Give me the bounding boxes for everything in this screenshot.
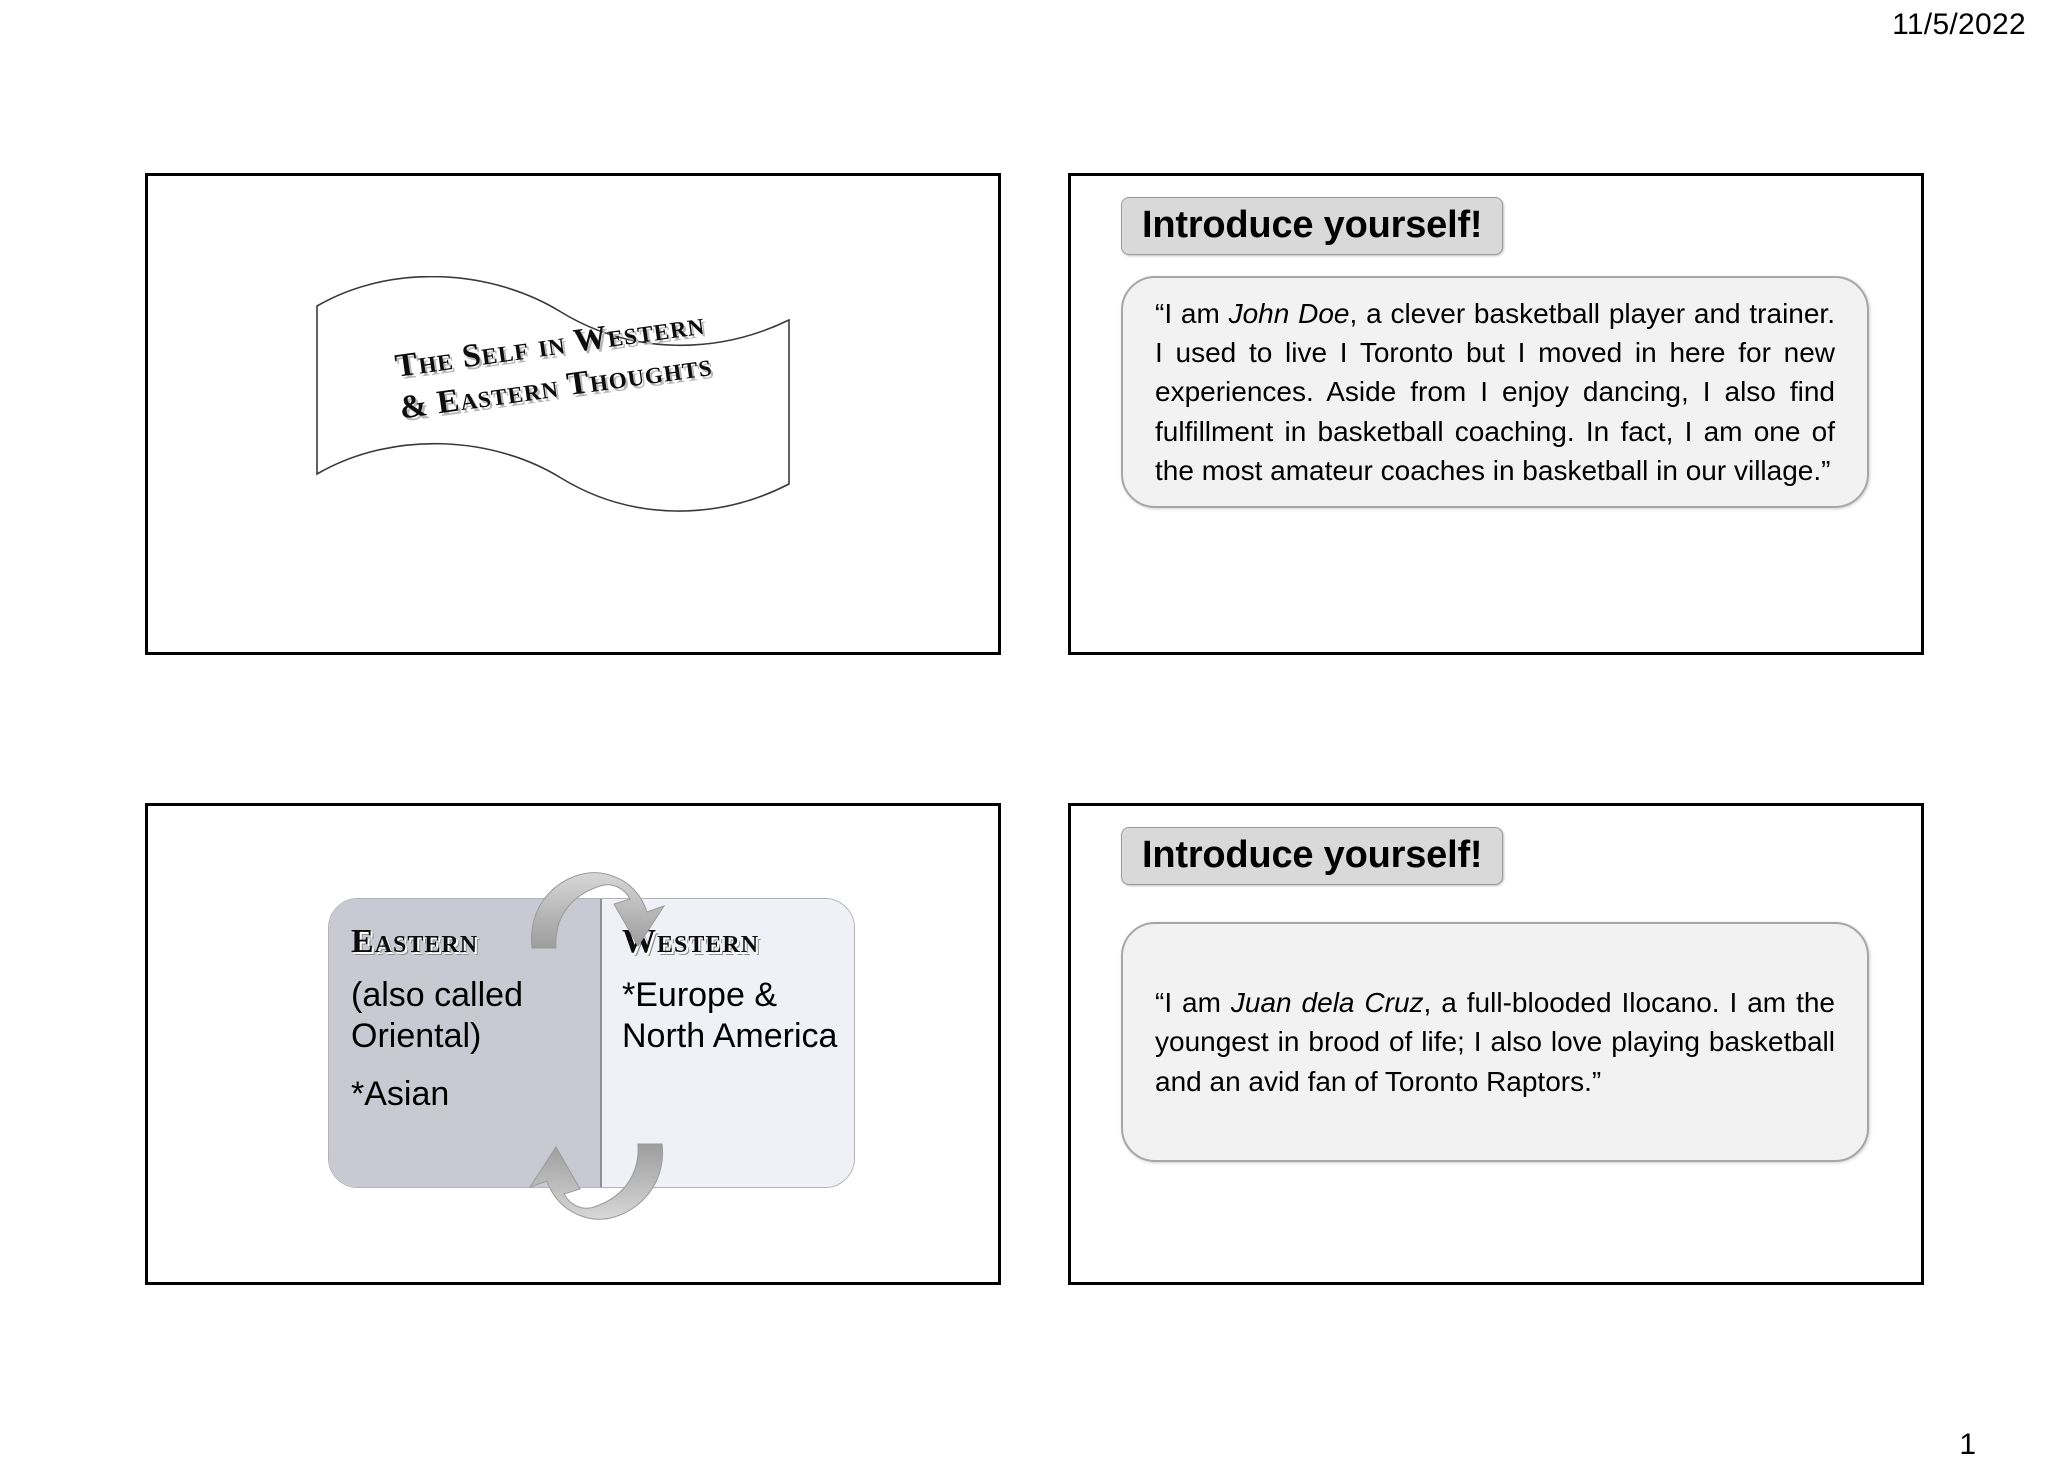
panel-eastern-line-1: (also called Oriental) [351,976,523,1056]
quote-text-2: “I am Juan dela Cruz, a full-blooded Ilo… [1155,983,1835,1101]
slide-thumbnail-4[interactable]: Introduce yourself! “I am Juan dela Cruz… [1068,803,1924,1285]
quote-rest: , a full-blooded Ilocano. I am the young… [1155,987,1835,1097]
banner-ribbon-shape [316,276,790,512]
quote-lead: “I am [1155,987,1231,1019]
quote-bubble-1: “I am John Doe, a clever basketball play… [1121,276,1869,508]
page-number: 1 [1959,1428,1976,1461]
wordart-banner: The Self in Western & Eastern Thoughts [303,276,803,526]
panel-eastern: Eastern (also called Oriental) *Asian [329,899,602,1187]
slide2-title: Introduce yourself! [1121,197,1504,255]
quote-person-name: Juan dela Cruz [1230,987,1424,1019]
page-date: 11/5/2022 [1892,8,2026,41]
panel-western-line-1: *Europe & North America [622,976,838,1056]
slide-thumbnail-3[interactable]: Eastern (also called Oriental) *Asian We… [145,803,1001,1285]
quote-rest: , a clever basketball player and trainer… [1155,298,1835,486]
quote-lead: “I am [1155,298,1229,330]
quote-text-1: “I am John Doe, a clever basketball play… [1155,294,1835,490]
quote-bubble-2: “I am Juan dela Cruz, a full-blooded Ilo… [1121,922,1869,1162]
panel-western-body: *Europe & North America [622,975,838,1058]
panel-eastern-line-2: *Asian [351,1074,450,1113]
panel-western-heading: Western [622,923,760,960]
panel-eastern-body: (also called Oriental) *Asian [351,975,584,1115]
diagram-panels: Eastern (also called Oriental) *Asian We… [328,898,855,1188]
quote-person-name: John Doe [1228,298,1350,330]
panel-western: Western *Europe & North America [602,899,854,1187]
slide4-title: Introduce yourself! [1121,827,1504,885]
slide-thumbnail-2[interactable]: Introduce yourself! “I am John Doe, a cl… [1068,173,1924,655]
east-west-diagram: Eastern (also called Oriental) *Asian We… [328,872,855,1220]
slide-thumbnail-1[interactable]: The Self in Western & Eastern Thoughts [145,173,1001,655]
panel-eastern-heading: Eastern [351,923,479,960]
